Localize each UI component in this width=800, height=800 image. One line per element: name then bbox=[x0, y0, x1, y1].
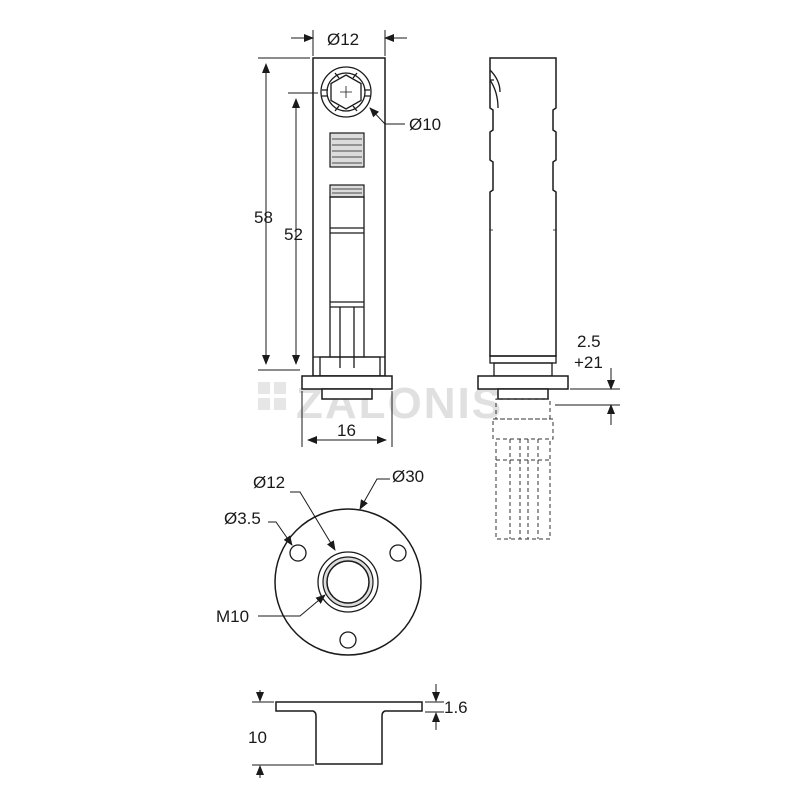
dim-flange-width: 16 bbox=[337, 421, 356, 440]
mount-hole-1 bbox=[289, 544, 307, 562]
dim-width-top: Ø12 bbox=[327, 30, 359, 49]
side-dimensions: 2.5 +21 bbox=[555, 332, 620, 425]
thread-insert-lower bbox=[329, 184, 365, 198]
dim-bore: Ø12 bbox=[253, 473, 285, 492]
section-dimensions: 1.6 10 bbox=[248, 684, 468, 778]
mount-hole-2 bbox=[389, 544, 407, 562]
dim-adjust-upper: 2.5 bbox=[577, 332, 601, 351]
hex-socket-icon bbox=[320, 66, 372, 118]
front-body bbox=[312, 57, 386, 377]
dim-flange-thickness: 1.6 bbox=[444, 698, 468, 717]
side-body bbox=[489, 57, 557, 357]
plan-view bbox=[274, 508, 422, 656]
flange-section bbox=[275, 701, 423, 765]
dim-hex-socket: Ø10 bbox=[409, 115, 441, 134]
front-flange bbox=[301, 375, 393, 390]
mount-hole-3 bbox=[339, 631, 357, 649]
dim-outer: Ø30 bbox=[392, 467, 424, 486]
extended-rod-dashed bbox=[492, 398, 554, 540]
dim-adjust-lower: +21 bbox=[574, 353, 603, 372]
front-view bbox=[301, 57, 393, 400]
plan-dimensions: Ø12 Ø30 Ø3.5 M10 bbox=[216, 467, 424, 626]
dim-thread: M10 bbox=[216, 607, 249, 626]
section-view bbox=[275, 701, 423, 765]
front-dimensions: Ø12 58 52 Ø10 16 bbox=[254, 30, 441, 447]
side-view bbox=[477, 57, 569, 540]
dim-height-total: 58 bbox=[254, 208, 273, 227]
thread-insert-upper bbox=[329, 132, 365, 168]
side-flange bbox=[477, 375, 569, 390]
dim-section-height: 10 bbox=[248, 728, 267, 747]
front-spigot bbox=[321, 388, 373, 400]
dim-height-body: 52 bbox=[284, 225, 303, 244]
dim-hole: Ø3.5 bbox=[224, 509, 261, 528]
